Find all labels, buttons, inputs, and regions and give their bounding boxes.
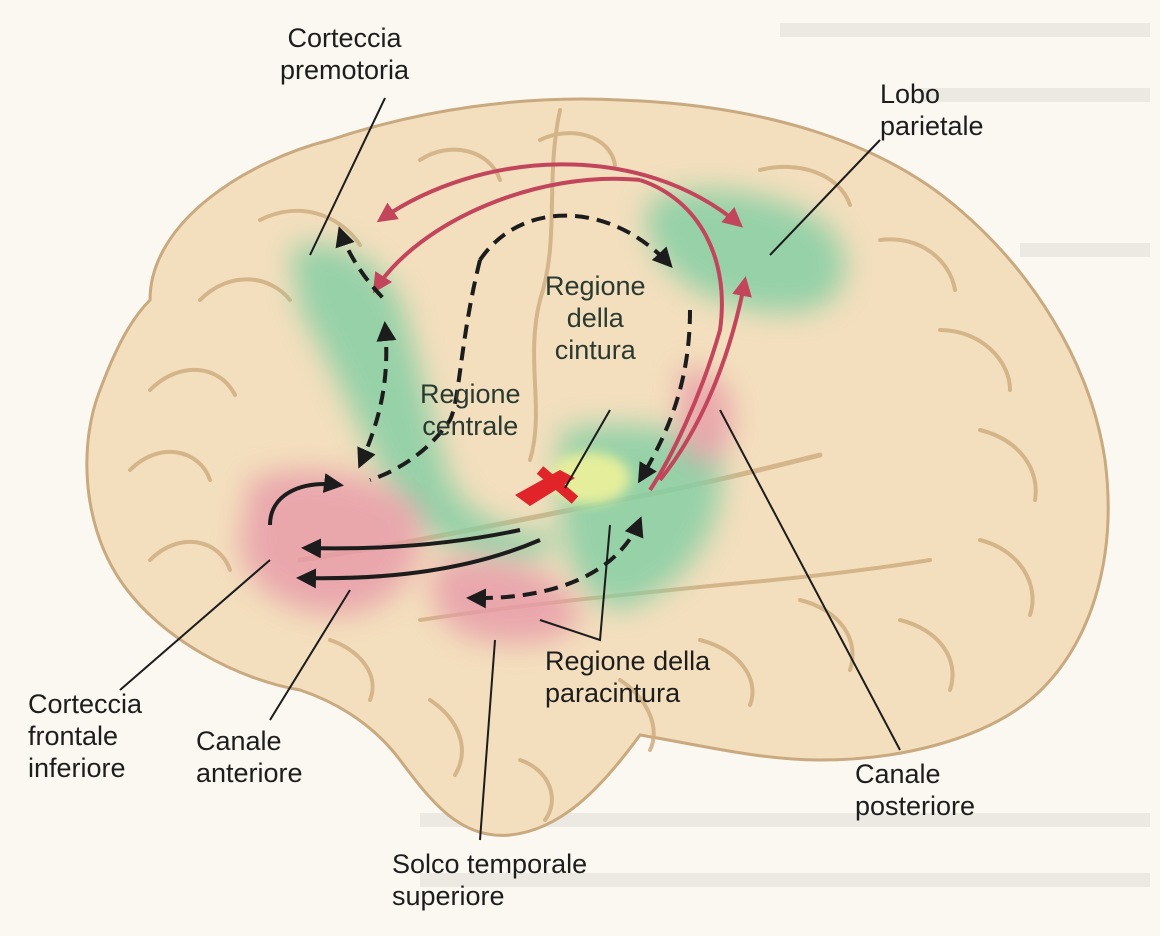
label-inferior-frontal-cortex: Corteccia frontale inferiore	[28, 688, 142, 784]
label-superior-temporal-sulcus: Solco temporale superiore	[392, 848, 587, 912]
label-parabelt-region: Regione della paracintura	[545, 645, 710, 709]
label-anterior-channel: Canale anteriore	[196, 725, 303, 789]
label-posterior-channel: Canale posteriore	[855, 758, 975, 822]
label-parietal-lobe: Lobo parietale	[880, 78, 984, 142]
label-premotor-cortex: Corteccia premotoria	[280, 22, 409, 86]
label-belt-region: Regione della cintura	[545, 270, 646, 366]
label-core-region: Regione centrale	[420, 378, 521, 442]
